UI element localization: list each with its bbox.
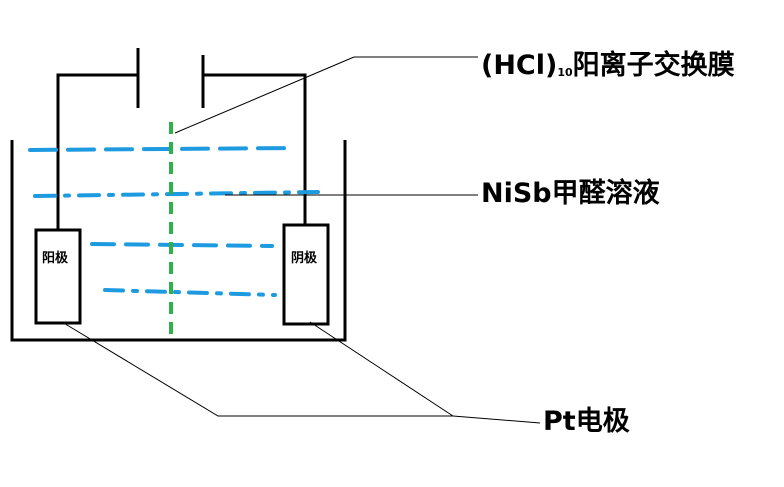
solution-line-1 <box>28 146 297 152</box>
solution-line-3 <box>90 242 274 248</box>
electrode-leader-line-right <box>309 321 454 417</box>
solution-line-4 <box>103 288 277 297</box>
wire-left <box>56 73 138 230</box>
wire-right <box>203 73 307 225</box>
solution-callout: NiSb甲醛溶液 <box>481 178 660 209</box>
electrode-leader-line <box>61 321 453 417</box>
solution-line-2 <box>33 190 320 198</box>
membrane-callout-subscript: 10 <box>557 66 573 79</box>
anode-label: 阳极 <box>42 250 69 266</box>
electrode-material-callout: Pt电极 <box>543 406 630 437</box>
solution-lines <box>28 146 320 297</box>
membrane-callout: (HCl)10阳离子交换膜 <box>481 52 735 79</box>
electrode-leader-tail <box>452 415 541 424</box>
membrane-leader-line <box>174 56 355 134</box>
membrane-callout-prefix: (HCl) <box>481 50 558 81</box>
beaker-outline <box>10 140 347 342</box>
cathode-electrode <box>282 223 330 326</box>
membrane-callout-suffix: 阳离子交换膜 <box>572 50 735 81</box>
anode-electrode <box>34 228 82 325</box>
cathode-label: 阴极 <box>291 250 318 266</box>
